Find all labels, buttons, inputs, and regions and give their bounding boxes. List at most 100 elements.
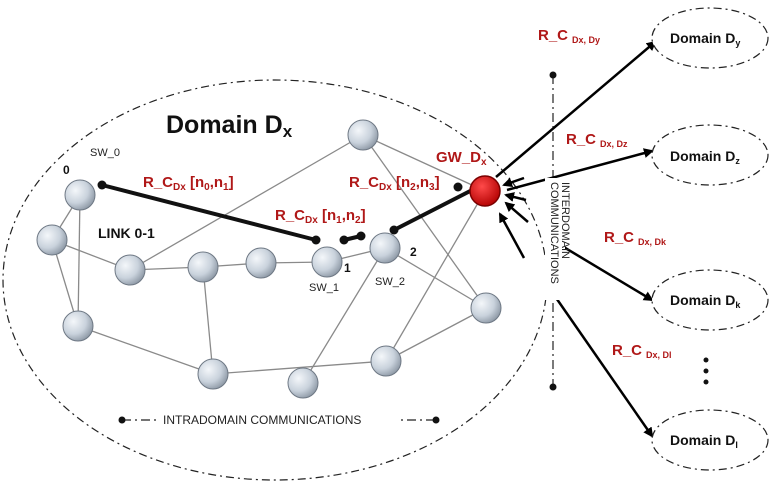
ellipsis-dot	[703, 357, 709, 363]
route-end: ]	[435, 174, 440, 191]
domain-dy-label: Domain Dy	[670, 30, 740, 48]
switch-node	[347, 119, 379, 151]
route-prefix: R_C	[275, 207, 305, 224]
node2-label: 2	[410, 245, 417, 259]
sw0-label: SW_0	[90, 147, 120, 159]
domain-main-title-text: Domain D	[166, 111, 283, 139]
route-sub: Dx	[379, 182, 392, 193]
route-sep: ,n	[416, 174, 429, 191]
sw1-label: SW_1	[309, 282, 339, 294]
interdomain-label-line1: INTERDOMAIN	[559, 182, 571, 259]
gateway-label-sub: x	[481, 157, 487, 168]
route-sep: ,n	[210, 174, 223, 191]
route-a: 2	[410, 182, 416, 193]
switch-node	[245, 247, 277, 279]
interdomain-axis-end	[549, 383, 557, 391]
intradomain-label: INTRADOMAIN COMMUNICATIONS	[163, 413, 361, 427]
domain-main-title: Domain Dx	[166, 111, 293, 141]
route-a: 1	[336, 215, 342, 226]
sw2-label: SW_2	[375, 276, 405, 288]
route-dx-dk-sub: Dx, Dk	[638, 237, 667, 247]
switch-node	[197, 358, 229, 390]
route-dx-dy-main: R_C	[538, 27, 568, 44]
gateway-node	[469, 175, 501, 207]
switch-nodes	[36, 119, 502, 399]
switch-node	[114, 254, 146, 286]
switch-node	[370, 345, 402, 377]
route-dx-dz-sub: Dx, Dz	[600, 139, 628, 149]
route-endpoint-dot	[339, 235, 349, 245]
route-mid: [n	[392, 174, 410, 191]
switch-node-sw1	[311, 246, 343, 278]
domain-dl-main: Domain D	[670, 432, 735, 448]
route-endpoint-dot	[97, 180, 107, 190]
route-dx-dl-main: R_C	[612, 342, 642, 359]
route-end: ]	[361, 207, 366, 224]
domain-dz-label: Domain Dz	[670, 148, 740, 166]
route-sep: ,n	[342, 207, 355, 224]
domain-dz-boundary	[651, 124, 769, 186]
route-mid: [n	[186, 174, 204, 191]
route-b: 1	[223, 182, 229, 193]
domain-dy-sub: y	[735, 38, 740, 48]
route-label-n2-n3: R_CDx [n2,n3]	[349, 174, 440, 193]
interdomain-label-bg	[545, 178, 565, 300]
domain-dy-main: Domain D	[670, 30, 735, 46]
node0-label: 0	[63, 163, 70, 177]
route-dx-dk-main: R_C	[604, 229, 634, 246]
route-label-dx-dl: R_C Dx, Dl	[612, 342, 672, 360]
switch-node-sw2	[369, 232, 401, 264]
route-label-dx-dk: R_C Dx, Dk	[604, 229, 667, 247]
switch-node-sw0	[64, 179, 96, 211]
route-label-n0-n1: R_CDx [n0,n1]	[143, 174, 234, 193]
intradomain-axis-end	[432, 416, 440, 424]
route-label-n1-n2: R_CDx [n1,n2]	[275, 207, 366, 226]
route-prefix: R_C	[143, 174, 173, 191]
route-a: 0	[204, 182, 210, 193]
node1-label: 1	[344, 261, 351, 275]
gateway-incoming-arrows	[498, 176, 529, 259]
ellipsis-dots	[703, 357, 709, 385]
domain-dk-label: Domain Dk	[670, 292, 741, 310]
interdomain-arrows	[495, 40, 657, 438]
route-endpoint-dot	[453, 182, 463, 192]
domain-dk-main: Domain D	[670, 292, 735, 308]
route-dx-dl-sub: Dx, Dl	[646, 350, 672, 360]
domain-dy-boundary	[651, 7, 769, 69]
link-label: LINK 0-1	[98, 225, 155, 241]
route-b: 2	[355, 215, 361, 226]
switch-node	[287, 367, 319, 399]
domain-dl-boundary	[651, 409, 769, 471]
route-mid: [n	[318, 207, 336, 224]
interdomain-label-line2: COMMUNICATIONS	[548, 182, 560, 284]
route-end: ]	[229, 174, 234, 191]
gateway-label: GW_Dx	[436, 149, 487, 168]
intradomain-label-bg	[158, 410, 398, 428]
intradomain-axis-end	[118, 416, 126, 424]
domain-dz-main: Domain D	[670, 148, 735, 164]
domain-dk-boundary	[651, 269, 769, 331]
switch-node	[187, 251, 219, 283]
switch-node	[470, 292, 502, 324]
route-endpoint-dot	[389, 225, 399, 235]
domain-dl-label: Domain Dl	[670, 432, 738, 450]
domain-dl-sub: l	[735, 440, 738, 450]
ellipsis-dot	[703, 368, 709, 374]
route-endpoint-dot	[311, 235, 321, 245]
route-dx-dy-sub: Dx, Dy	[572, 35, 600, 45]
switch-node	[36, 224, 68, 256]
switch-node	[62, 310, 94, 342]
route-sub: Dx	[305, 215, 318, 226]
domain-dk-sub: k	[735, 300, 741, 310]
route-endpoint-dot	[356, 231, 366, 241]
interdomain-axis-end	[549, 71, 557, 79]
route-label-dx-dy: R_C Dx, Dy	[538, 27, 600, 45]
domain-dz-sub: z	[735, 156, 740, 166]
domain-main-title-sub: x	[283, 122, 293, 141]
route-prefix: R_C	[349, 174, 379, 191]
external-domains	[651, 7, 769, 471]
route-sub: Dx	[173, 182, 186, 193]
route-b: 3	[429, 182, 435, 193]
